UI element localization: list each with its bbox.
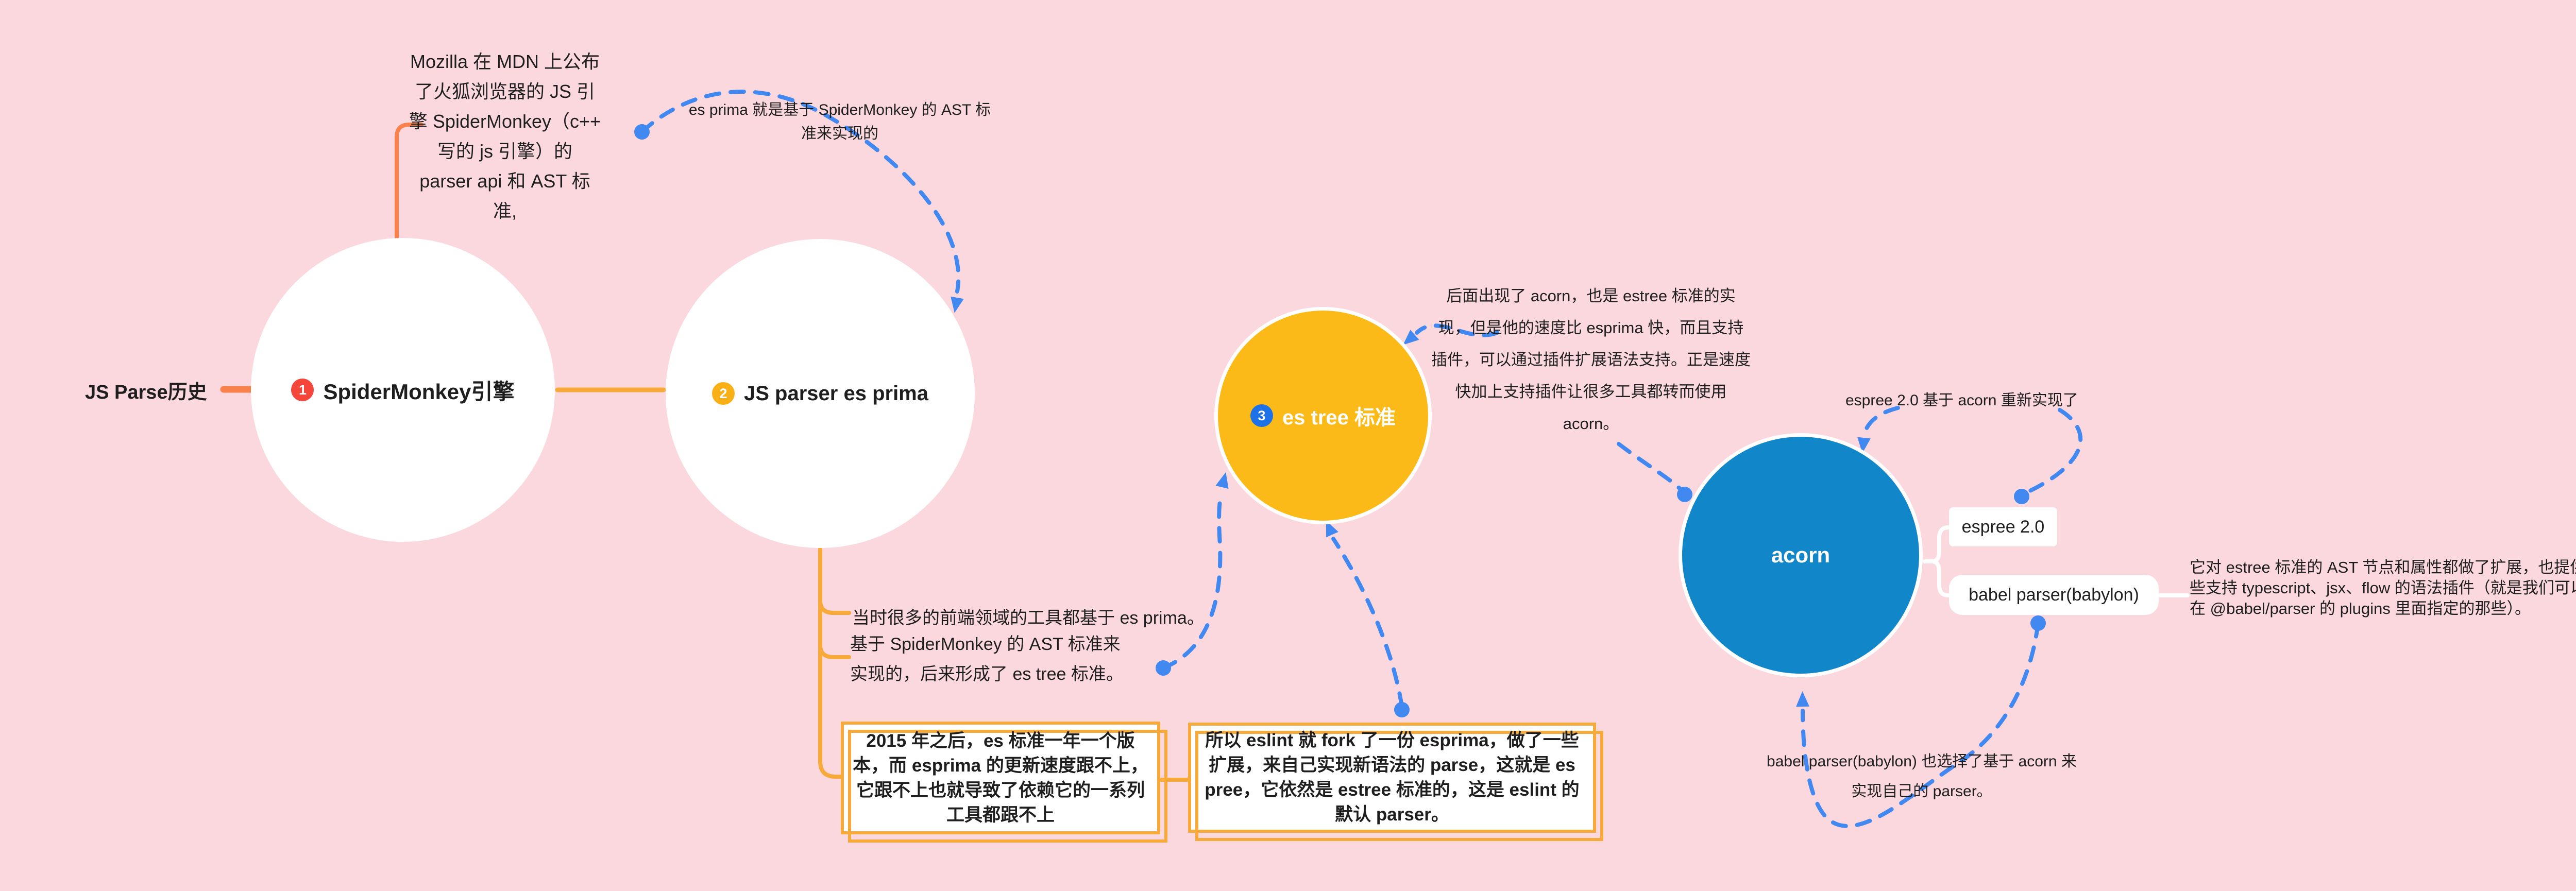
node-esprima[interactable]: 2 JS parser es prima bbox=[666, 239, 975, 548]
branch-note-popular bbox=[818, 598, 851, 615]
note-to-estree-curve bbox=[1161, 490, 1224, 670]
note-line: 基于 SpiderMonkey 的 AST 标准来 bbox=[850, 635, 1121, 654]
note-line: 工具都跟不上 bbox=[946, 804, 1055, 825]
annotation-line: 在 @babel/parser 的 plugins 里面指定的那些）。 bbox=[2190, 599, 2531, 618]
node-acorn[interactable]: acorn bbox=[1679, 433, 1923, 677]
arrowhead-icon bbox=[1857, 437, 1871, 453]
acornintro-to-acorn-curve bbox=[1617, 442, 1684, 492]
note-line: 所以 eslint 就 fork 了一份 esprima，做了一些 bbox=[1205, 730, 1579, 750]
white-connectors bbox=[1923, 525, 2190, 597]
annotation-line: 写的 js 引擎）的 bbox=[437, 141, 572, 162]
node-label: JS parser es prima bbox=[744, 382, 928, 405]
annotation-line: 准来实现的 bbox=[801, 125, 878, 142]
root-node[interactable]: JS Parse历史 bbox=[85, 382, 207, 403]
node-label: babel parser(babylon) bbox=[1969, 585, 2139, 605]
dot-icon bbox=[1677, 487, 1692, 502]
annotation-esprima-origin: es prima 就是基于 SpiderMonkey 的 AST 标 准来实现的 bbox=[685, 98, 994, 146]
annotation-line: 些支持 typescript、jsx、flow 的语法插件（就是我们可以 bbox=[2190, 579, 2576, 597]
annotation-line: acorn。 bbox=[1563, 415, 1619, 433]
annotation-line: es prima 就是基于 SpiderMonkey 的 AST 标 bbox=[688, 101, 991, 118]
node-estree[interactable]: 3 es tree 标准 bbox=[1214, 307, 1432, 524]
connector-dots bbox=[634, 124, 2046, 717]
annotation-babel-choice: babel parser(babylon) 也选择了基于 acorn 来 实现自… bbox=[1757, 747, 2087, 807]
acornintro-to-estree-curve bbox=[1415, 323, 1499, 337]
arrowhead-icon bbox=[1796, 691, 1809, 707]
babelchoice-to-acorn-curve bbox=[1801, 621, 2040, 828]
orange-connectors bbox=[220, 123, 423, 393]
dot-icon bbox=[1156, 660, 1171, 676]
node-spidermonkey[interactable]: 1 SpiderMonkey引擎 bbox=[251, 238, 555, 542]
note-line: 默认 parser。 bbox=[1335, 804, 1449, 825]
note-line: 实现的，后来形成了 es tree 标准。 bbox=[850, 664, 1124, 684]
acorn-babel-bracket bbox=[1930, 559, 1951, 597]
annotation-line: Mozilla 在 MDN 上公布 bbox=[410, 51, 600, 72]
badge-2-icon: 2 bbox=[712, 382, 735, 405]
note-box-eslint-fork[interactable]: 所以 eslint 就 fork 了一份 esprima，做了一些 扩展，来自己… bbox=[1188, 723, 1603, 841]
annotation-line: 它对 estree 标准的 AST 节点和属性都做了扩展，也提供了一 bbox=[2190, 558, 2576, 576]
mozilla-to-esprima-curve bbox=[640, 90, 961, 294]
badge-3-icon: 3 bbox=[1250, 404, 1273, 427]
dot-icon bbox=[1394, 702, 1410, 717]
node-label: acorn bbox=[1771, 543, 1831, 567]
dashed-relations bbox=[640, 90, 2083, 828]
note-line: 本，而 esprima 的更新速度跟不上， bbox=[853, 755, 1148, 776]
dot-icon bbox=[634, 124, 650, 140]
note-line: 2015 年之后，es 标准一年一个版 bbox=[866, 730, 1135, 751]
mozilla-branch-connector bbox=[395, 123, 423, 242]
acorn-espree-bracket bbox=[1930, 525, 1951, 563]
note-box-esprima-lag[interactable]: 2015 年之后，es 标准一年一个版 本，而 esprima 的更新速度跟不上… bbox=[841, 722, 1167, 843]
note-estree-formed: 基于 SpiderMonkey 的 AST 标准来 实现的，后来形成了 es t… bbox=[850, 629, 1124, 689]
eslint-to-estree-curve bbox=[1331, 537, 1404, 709]
annotation-line: 准, bbox=[493, 200, 517, 221]
annotation-line: 了火狐浏览器的 JS 引 bbox=[414, 81, 596, 102]
annotation-line: 现，但是他的速度比 esprima 快，而且支持 bbox=[1438, 319, 1744, 337]
dot-icon bbox=[2030, 615, 2046, 631]
arrowhead-icon bbox=[1326, 520, 1338, 538]
annotation-line: 擎 SpiderMonkey（c++ bbox=[409, 111, 601, 132]
annotation-line: 插件，可以通过插件扩展语法支持。正是速度 bbox=[1431, 351, 1751, 369]
dot-icon bbox=[2014, 489, 2029, 504]
annotation-line: 后面出现了 acorn，也是 estree 标准的实 bbox=[1446, 287, 1736, 305]
gold-connectors bbox=[555, 387, 1190, 782]
note-line: 它跟不上也就导致了依赖它的一系列 bbox=[856, 780, 1145, 800]
annotation-espree-rewrite: espree 2.0 基于 acorn 重新实现了 bbox=[1845, 392, 2078, 409]
note-line: 扩展，来自己实现新语法的 parse，这就是 es bbox=[1209, 755, 1575, 775]
note-line: pree，它依然是 estree 标准的，这是 eslint 的 bbox=[1205, 780, 1580, 800]
rewrite-to-espree-curve bbox=[2025, 408, 2083, 494]
annotation-babel-extension: 它对 estree 标准的 AST 节点和属性都做了扩展，也提供了一 些支持 t… bbox=[2190, 557, 2576, 619]
arrowhead-icon bbox=[951, 296, 964, 313]
node-espree[interactable]: espree 2.0 bbox=[1949, 507, 2057, 546]
node-label: SpiderMonkey引擎 bbox=[323, 379, 515, 404]
node-label: espree 2.0 bbox=[1961, 517, 2045, 537]
esprima-notes-stem bbox=[818, 547, 843, 779]
rewrite-to-acorn-curve bbox=[1862, 406, 1900, 436]
badge-1-icon: 1 bbox=[291, 379, 314, 401]
annotation-acorn-intro: 后面出现了 acorn，也是 estree 标准的实 现，但是他的速度比 esp… bbox=[1416, 280, 1766, 440]
annotation-line: 快加上支持插件让很多工具都转而使用 bbox=[1455, 383, 1727, 401]
branch-note-estree bbox=[818, 643, 851, 659]
annotation-line: babel parser(babylon) 也选择了基于 acorn 来 bbox=[1767, 753, 2077, 770]
arrowhead-icon bbox=[1403, 330, 1419, 345]
arrowhead-icon bbox=[1215, 472, 1229, 489]
node-babel-parser[interactable]: babel parser(babylon) bbox=[1949, 575, 2159, 615]
annotation-line: parser api 和 AST 标 bbox=[419, 170, 590, 192]
node-label: es tree 标准 bbox=[1282, 406, 1396, 429]
annotation-line: 实现自己的 parser。 bbox=[1851, 783, 1992, 800]
connector-arrowheads bbox=[951, 296, 1871, 707]
annotation-mozilla: Mozilla 在 MDN 上公布 了火狐浏览器的 JS 引 擎 SpiderM… bbox=[355, 47, 654, 226]
note-esprima-popular: 当时很多的前端领域的工具都基于 es prima。 bbox=[852, 608, 1205, 628]
